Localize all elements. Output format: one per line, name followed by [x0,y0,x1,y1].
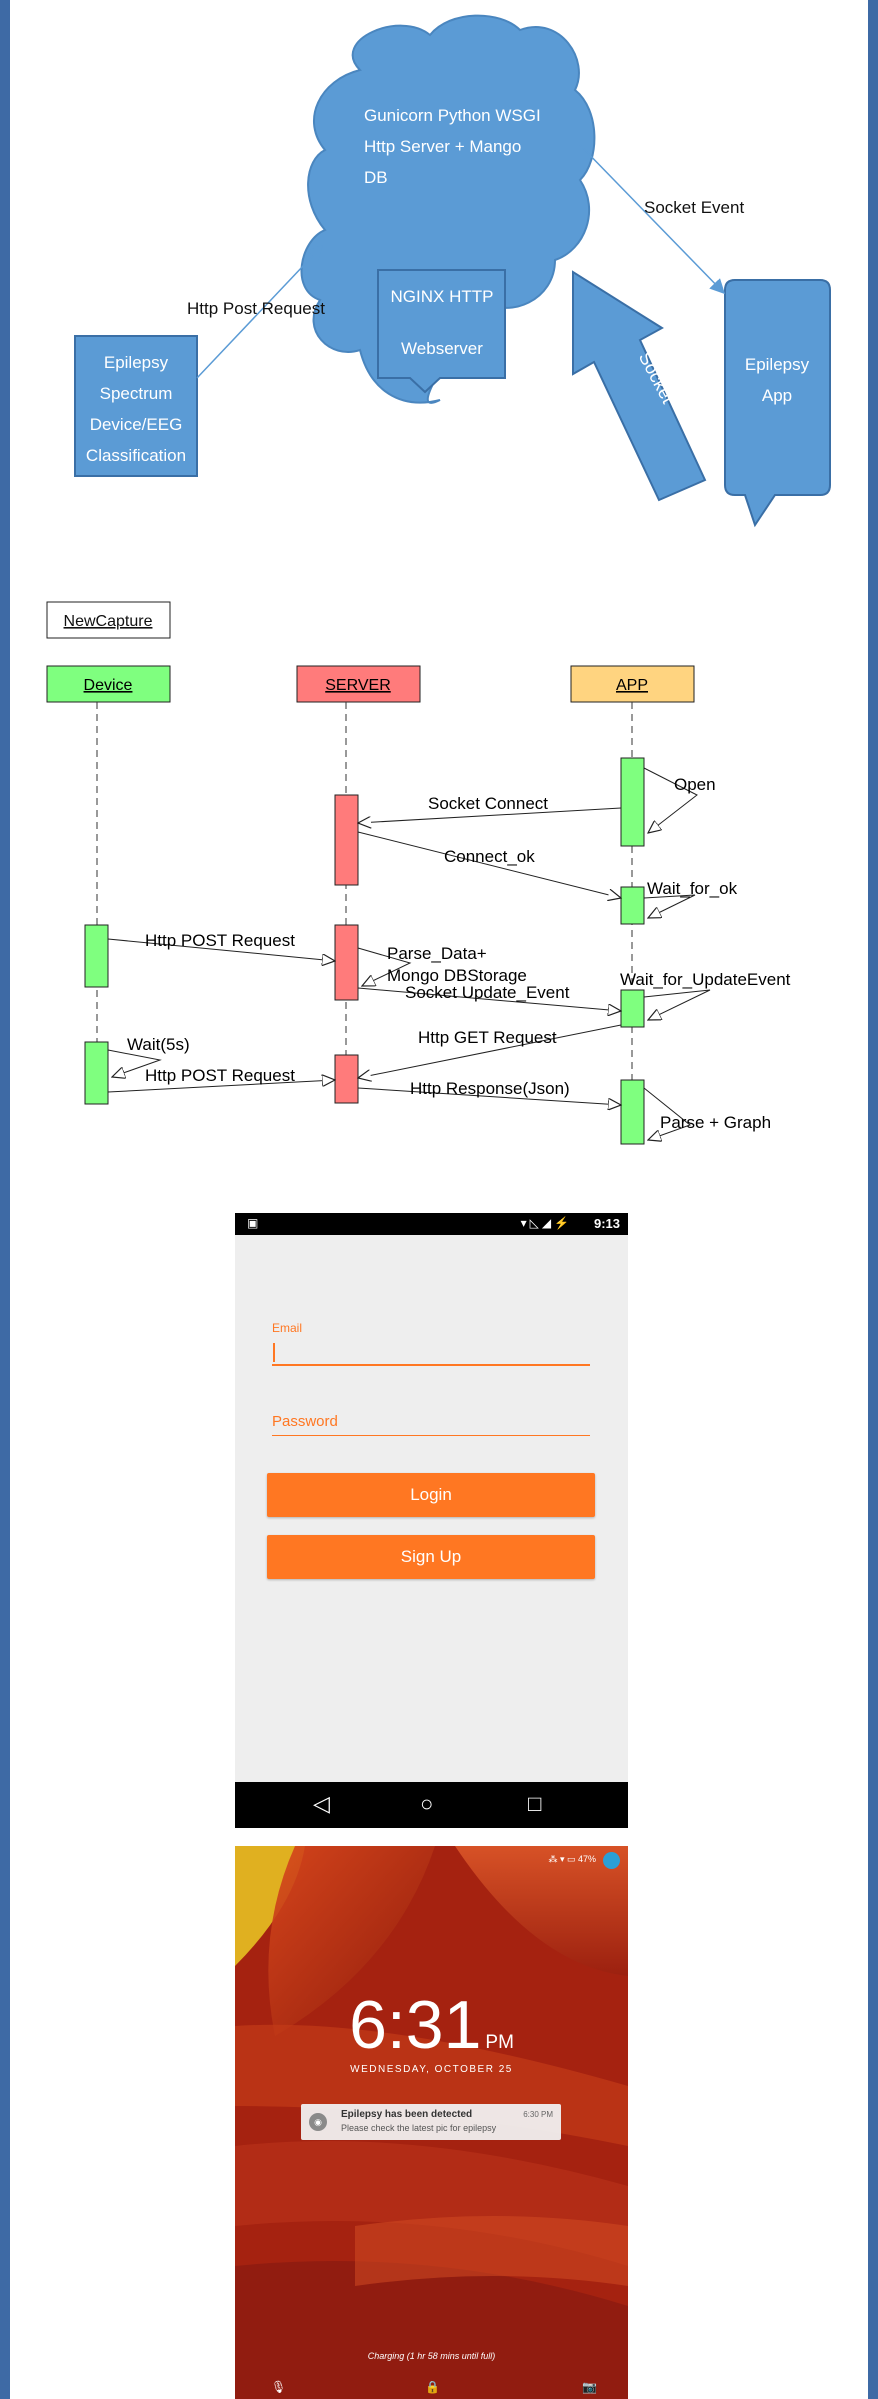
lock-ampm: PM [485,2032,514,2053]
battery-percent: 47% [578,1854,596,1864]
http-post-label: Http Post Request [187,299,325,318]
msg-open: Open [674,775,716,794]
recents-icon[interactable]: □ [528,1792,541,1816]
lane-app-label: APP [616,677,648,694]
signup-button[interactable]: Sign Up [267,1535,595,1579]
sequence-diagram: NewCapture Device SERVER APP Open Socket… [0,580,878,1160]
notification-app-icon: ◉ [309,2113,327,2131]
msg-socket-update: Socket Update_Event [405,983,570,1002]
password-field[interactable]: Password [272,1413,338,1430]
device-line-3: Device/EEG [90,415,183,434]
cloud-line-1: Gunicorn Python WSGI [364,106,541,125]
lock-icon[interactable]: 🔒 [425,2380,440,2394]
notification-title: Epilepsy has been detected [341,2109,472,2120]
camera-icon[interactable]: 📷 [582,2380,597,2394]
msg-wait-for-ok: Wait_for_ok [647,879,738,898]
app-line-1: Epilepsy [745,355,810,374]
lane-server-label: SERVER [325,677,391,694]
home-icon[interactable]: ○ [420,1792,433,1816]
device-activation-1 [85,925,108,987]
msg-wait5: Wait(5s) [127,1035,190,1054]
status-icons: ▾◺◢⚡ [521,1216,572,1230]
status-bar: ▣ ▾◺◢⚡ 9:13 [235,1213,628,1235]
server-activation-2 [335,925,358,1000]
msg-http-post-2: Http POST Request [145,1066,295,1085]
msg-wait-update: Wait_for_UpdateEvent [620,970,791,989]
password-underline [272,1435,590,1436]
msg-http-get: Http GET Request [418,1028,557,1047]
nginx-line-1: NGINX HTTP [391,287,494,306]
server-activation-3 [335,1055,358,1103]
sequence-title: NewCapture [64,613,153,630]
login-button[interactable]: Login [267,1473,595,1517]
socket-block-arrow [573,272,705,500]
charging-status: Charging (1 hr 58 mins until full) [235,2351,628,2361]
lock-date: WEDNESDAY, OCTOBER 25 [235,2064,628,2075]
wait-update-self-arrow [644,990,710,1020]
msg-parse-graph: Parse + Graph [660,1113,771,1132]
socket-event-label: Socket Event [644,198,744,217]
device-line-2: Spectrum [100,384,173,403]
app-activation-4 [621,1080,644,1144]
device-line-1: Epilepsy [104,353,169,372]
app-activation-3 [621,990,644,1027]
device-activation-2 [85,1042,108,1104]
msg-http-response: Http Response(Json) [410,1079,570,1098]
notification-card[interactable]: ◉ Epilepsy has been detected Please chec… [301,2104,561,2140]
app-activation-2 [621,887,644,924]
msg-parse-data: Parse_Data+ [387,944,487,963]
device-line-4: Classification [86,446,186,465]
socket-event-arrow [580,145,724,293]
cloud-line-3: DB [364,168,388,187]
notification-text: Please check the latest pic for epilepsy [341,2123,496,2133]
nginx-line-2: Webserver [401,339,483,358]
email-label: Email [272,1321,302,1335]
wait-ok-self-arrow [644,895,695,918]
user-icon[interactable] [603,1852,620,1869]
app-line-2: App [762,386,792,405]
email-caret [273,1343,275,1362]
microphone-icon[interactable]: 🎙 [271,2380,286,2394]
msg-connect-ok: Connect_ok [444,847,535,866]
email-field[interactable] [272,1364,590,1366]
status-time: 9:13 [594,1216,620,1231]
notification-time: 6:30 PM [523,2110,553,2119]
lock-time-value: 6:31 [349,1987,481,2063]
server-activation-1 [335,795,358,885]
android-icon: ▣ [247,1216,258,1230]
login-screen: ▣ ▾◺◢⚡ 9:13 Email Password Login Sign Up… [235,1213,628,1828]
lane-device-label: Device [84,677,133,694]
lock-status-icons: ⁂ ▾ ▭ 47% [548,1854,596,1865]
msg-socket-connect: Socket Connect [428,794,548,813]
navigation-bar: ◁ ○ □ [235,1782,628,1828]
architecture-diagram: Gunicorn Python WSGI Http Server + Mango… [0,0,878,560]
cloud-line-2: Http Server + Mango [364,137,521,156]
app-activation-1 [621,758,644,846]
msg-http-post-1: Http POST Request [145,931,295,950]
back-icon[interactable]: ◁ [313,1792,330,1816]
